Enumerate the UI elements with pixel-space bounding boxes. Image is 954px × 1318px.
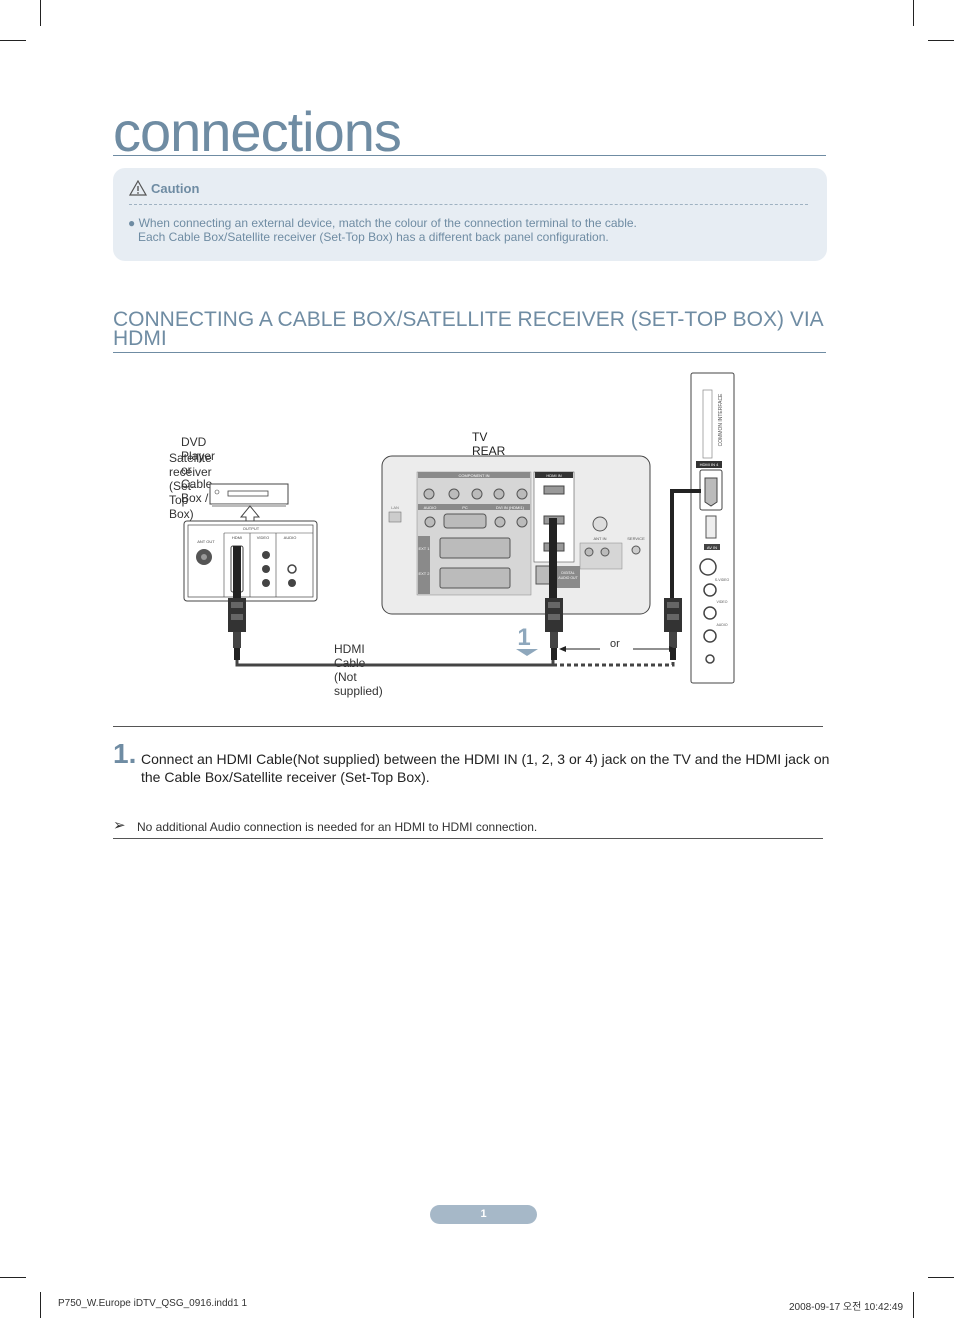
step-rule	[113, 726, 823, 727]
svg-text:AV IN: AV IN	[707, 545, 717, 550]
crop-mark	[928, 40, 954, 41]
note-text: No additional Audio connection is needed…	[137, 820, 538, 834]
note-rule	[113, 838, 823, 839]
svg-text:DIGITAL: DIGITAL	[561, 571, 574, 575]
hdmi-plug-left	[228, 546, 246, 660]
svg-text:HDMI: HDMI	[232, 535, 242, 540]
arrow-left-icon	[559, 646, 566, 652]
svg-text:ANT OUT: ANT OUT	[197, 539, 215, 544]
note-arrow-icon: ➢	[113, 817, 126, 834]
svg-text:AUDIO: AUDIO	[424, 505, 437, 510]
step-marker-arrow-icon	[516, 649, 538, 656]
svg-text:EXT 2: EXT 2	[418, 571, 430, 576]
crop-mark	[0, 40, 26, 41]
page-number: 1	[430, 1205, 537, 1224]
crop-mark	[40, 1292, 41, 1318]
diagram-drawing: OUTPUT ANT OUT HDMI VIDEO AUDIO	[183, 372, 735, 684]
up-arrow-icon	[239, 505, 261, 524]
device-label-line-1: DVD Player or Cable Box /	[181, 435, 216, 505]
step-marker: 1	[517, 624, 530, 651]
warning-icon	[129, 180, 147, 196]
caution-divider	[129, 204, 808, 205]
svg-text:AUDIO OUT: AUDIO OUT	[558, 576, 578, 580]
cable-label: HDMI Cable (Not supplied)	[334, 642, 383, 698]
hdmi-plug-right	[664, 489, 701, 660]
caution-line-2: Each Cable Box/Satellite receiver (Set-T…	[138, 230, 609, 244]
svg-text:AUDIO: AUDIO	[716, 623, 727, 627]
crop-mark	[913, 1292, 914, 1318]
tv-rear-panel: COMPONENT IN AUDIO PC DVI IN (HDMI1) EXT…	[381, 455, 651, 615]
crop-mark	[40, 0, 41, 26]
svg-text:VIDEO: VIDEO	[257, 535, 269, 540]
crop-mark	[0, 1277, 26, 1278]
step-text: Connect an HDMI Cable(Not supplied) betw…	[141, 751, 830, 785]
tv-side-panel: COMMON INTERFACE HDMI IN 4 AV IN S-VIDEO…	[690, 372, 735, 684]
svg-text:ANT IN: ANT IN	[593, 536, 606, 541]
caution-heading: Caution	[129, 180, 199, 196]
svg-text:HDMI IN 4: HDMI IN 4	[700, 462, 719, 467]
step-number: 1.	[113, 738, 137, 769]
or-label: or	[610, 638, 620, 650]
section-rule	[113, 352, 826, 353]
caution-box: Caution ● When connecting an external de…	[113, 168, 827, 261]
device-label-line-2: Satellite receiver (Set-Top Box)	[169, 451, 212, 521]
caution-text: ● When connecting an external device, ma…	[128, 216, 637, 244]
svg-text:LAN: LAN	[391, 505, 399, 510]
svg-text:S-VIDEO: S-VIDEO	[715, 578, 730, 582]
page-title: connections	[113, 100, 402, 163]
svg-text:HDMI IN: HDMI IN	[546, 473, 561, 478]
svg-text:VIDEO: VIDEO	[717, 600, 728, 604]
title-rule	[113, 155, 826, 156]
svg-text:EXT 1: EXT 1	[418, 546, 430, 551]
hdmi-plug-middle	[545, 518, 563, 660]
footer-file: P750_W.Europe iDTV_QSG_0916.indd1 1	[58, 1298, 248, 1309]
set-top-box-icon	[209, 483, 289, 507]
caution-line-1: ● When connecting an external device, ma…	[128, 216, 637, 230]
svg-text:COMPONENT IN: COMPONENT IN	[458, 473, 489, 478]
hdmi-cable	[235, 660, 675, 667]
svg-text:SERVICE: SERVICE	[627, 536, 645, 541]
caution-label: Caution	[151, 180, 200, 196]
stb-output-label: OUTPUT	[243, 526, 260, 531]
svg-text:PC: PC	[462, 505, 468, 510]
stb-back-panel: OUTPUT ANT OUT HDMI VIDEO AUDIO	[183, 520, 318, 602]
svg-text:DVI IN (HDMI1): DVI IN (HDMI1)	[496, 505, 525, 510]
svg-text:AUDIO: AUDIO	[284, 535, 297, 540]
footer-date: 2008-09-17 오전 10:42:49	[789, 1302, 904, 1313]
arrow-right-icon	[669, 646, 676, 652]
svg-text:COMMON INTERFACE: COMMON INTERFACE	[718, 393, 724, 446]
crop-mark	[928, 1277, 954, 1278]
crop-mark	[913, 0, 914, 26]
section-title: CONNECTING A CABLE BOX/SATELLITE RECEIVE…	[113, 308, 823, 350]
